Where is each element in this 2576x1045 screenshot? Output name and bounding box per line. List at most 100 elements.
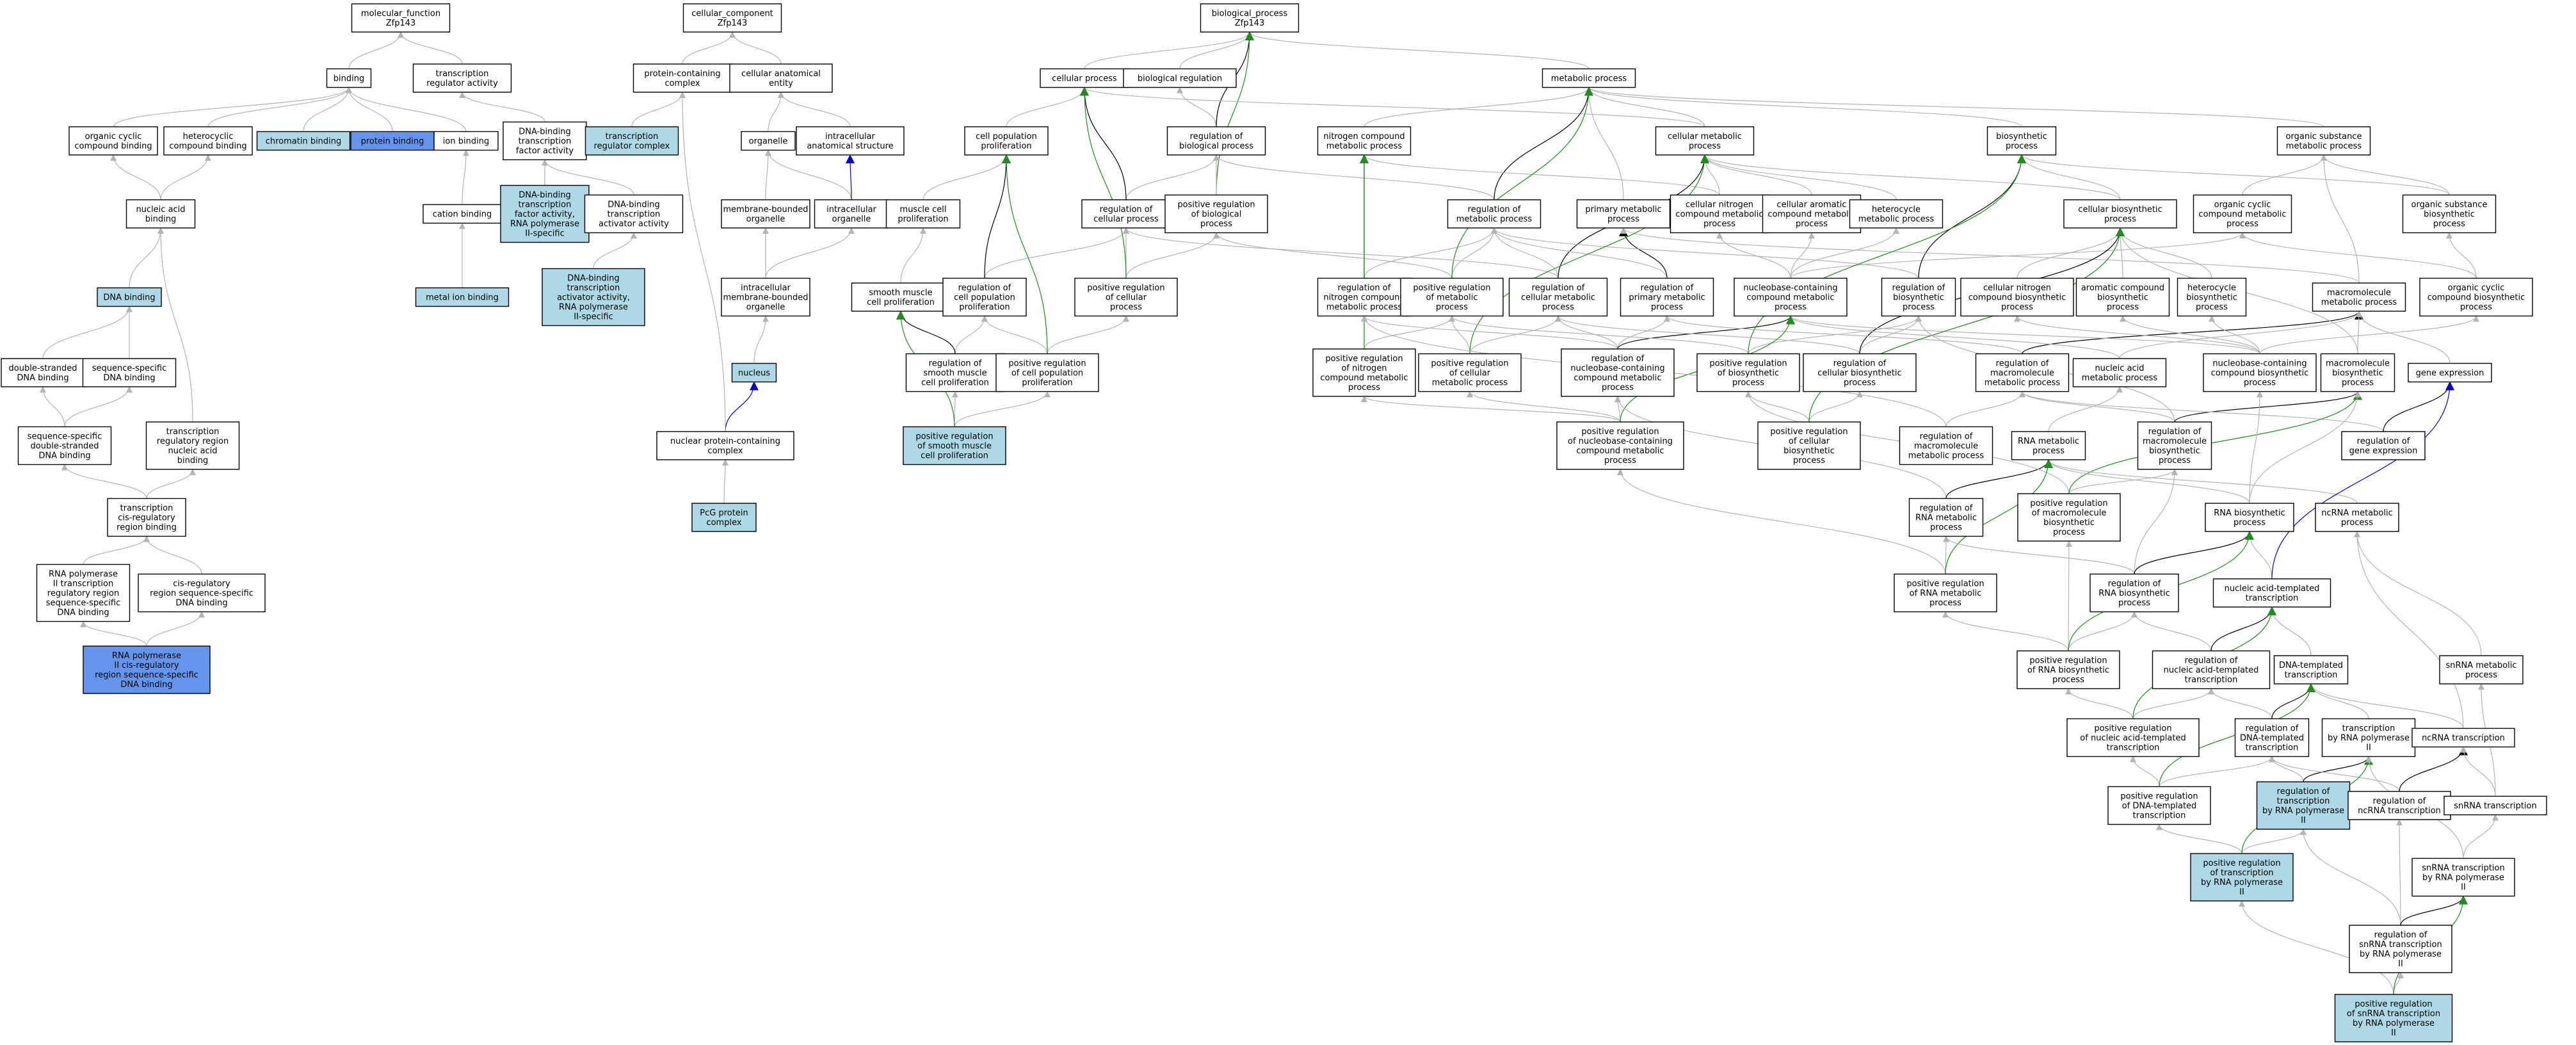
edge-cell-n-comp-met-to-n-comp-met	[1361, 154, 1720, 195]
node-box	[2276, 126, 2371, 156]
edge-cell-n-comp-biosynth-to-cell-biosynth	[2017, 227, 2123, 279]
node-label-line: heterocyclic	[183, 132, 234, 142]
node-label-line: positive regulation	[1325, 354, 1403, 364]
node-label-line: muscle cell	[900, 205, 947, 215]
node-label-line: process	[2465, 670, 2497, 680]
node-label-line: process	[2341, 518, 2373, 528]
node-label-line: regulatory region	[157, 437, 229, 446]
node-label-line: by RNA polymerase	[2360, 950, 2442, 959]
node-label-line: sequence-specific	[46, 599, 120, 608]
node-label-line: process	[1903, 303, 1935, 312]
node-label-line: cellular biosynthetic	[2078, 205, 2162, 215]
node-label-line: biosynthetic	[1783, 446, 1835, 456]
node-label-line: II	[2366, 743, 2371, 753]
edge-cis-reg-ss-binding-to-trans-cis-reg-binding	[143, 535, 202, 574]
node-label-line: transcription	[2133, 811, 2186, 821]
node-label-line: cellular nitrogen	[1983, 284, 2051, 293]
edge-rna-pol2-cis-binding-to-cis-reg-ss-binding	[146, 611, 205, 647]
node-label-line: nucleobase-containing	[1743, 284, 1837, 293]
node-label-line: of nucleic acid-templated	[2080, 734, 2186, 743]
node-box	[1908, 498, 1984, 537]
node-box	[1317, 277, 1412, 317]
edge-pos-reg-rna-met-to-rna-met-proc	[1945, 459, 2053, 574]
node-label-line: macromolecule	[1990, 369, 2054, 378]
node-label-line: gene expression	[2349, 446, 2418, 456]
node-label-line: positive regulation	[2030, 499, 2107, 508]
edge-intracell-anat-to-cell-anat-entity	[778, 92, 851, 127]
edge-snrna-trans-pol2-to-snrna-trans	[2463, 814, 2499, 859]
edge-pos-reg-nucleobase-met-to-pos-reg-n-comp-met	[1361, 396, 1621, 423]
node-box	[632, 63, 732, 93]
node-label-line: RNA metabolic	[2018, 437, 2079, 446]
node-label-line: process	[2159, 456, 2191, 466]
node-label-line: transcription	[519, 137, 572, 147]
node-label-line: process	[1793, 456, 1825, 466]
node-label-line: DNA-templated	[2240, 734, 2304, 743]
node-label-line: metal ion binding	[426, 293, 499, 303]
node-label-line: compound biosynthetic	[2427, 293, 2525, 303]
node-label-line: nucleic acid	[136, 205, 185, 215]
node-box	[2075, 277, 2170, 317]
node-label-line: RNA polymerase	[559, 303, 628, 312]
edge-chromatin-binding-to-binding	[303, 86, 352, 132]
edge-cation-binding-to-ion-binding	[462, 149, 469, 205]
node-label-line: process	[2433, 220, 2465, 229]
edge-reg-met-proc-to-reg-bio-proc	[1213, 154, 1495, 200]
node-box	[1757, 421, 1861, 470]
node-label-line: region sequence-specific	[95, 670, 198, 680]
node-label-line: factor activity	[516, 147, 574, 156]
node-label-line: aromatic compound	[2081, 284, 2164, 293]
edge-pos-reg-cell-biosynth-to-cell-biosynth	[1808, 227, 2125, 423]
edge-pcg-complex-to-nuclear-protein-complex	[721, 459, 729, 504]
node-box	[2347, 791, 2451, 820]
edge-membrane-bounded-org-to-organelle	[764, 149, 771, 200]
edge-rna-pol2-cis-binding-to-rna-pol2-trans-binding	[80, 620, 147, 647]
node-label-line: regulation of	[2357, 437, 2410, 446]
node-label-line: intracellular	[826, 205, 876, 215]
node-box	[2408, 362, 2492, 383]
node-label-line: process	[1775, 303, 1807, 312]
node-label-line: cellular nitrogen	[1686, 200, 1753, 210]
node-label-line: process	[1348, 383, 1380, 393]
node-label-line: nitrogen compound	[1323, 132, 1405, 142]
node-label-line: cellular metabolic	[1521, 293, 1595, 303]
go-term-node-reg-macromol-biosynth: regulation ofmacromoleculebiosyntheticpr…	[2137, 421, 2212, 470]
node-label-line: process	[2006, 142, 2038, 151]
node-label-line: region binding	[117, 523, 177, 533]
node-box	[1670, 194, 1769, 234]
node-label-line: of snRNA transcription	[2347, 1009, 2440, 1019]
edge-pos-reg-biosynth-to-biosynth-proc	[1748, 154, 2026, 354]
node-label-line: positive regulation	[915, 432, 993, 442]
node-label-line: compound biosynthetic	[2211, 369, 2309, 378]
node-box	[82, 358, 177, 387]
node-label-line: of cellular	[1789, 437, 1830, 446]
edge-primary-met-proc-to-metabolic-process	[1586, 86, 1624, 200]
node-label-line: biological_process	[1212, 9, 1288, 19]
node-label-line: organic cyclic	[85, 132, 142, 142]
node-label-line: process	[2104, 215, 2136, 224]
edge-snrna-met-to-ncrna-met	[2354, 531, 2482, 656]
node-box	[1620, 277, 1714, 317]
node-label-line: process	[2234, 518, 2266, 528]
edge-pos-reg-cell-biosynth-to-reg-cell-biosynth	[1808, 391, 1863, 423]
node-box	[500, 184, 590, 243]
edge-nucleobase-biosynth-to-hetero-biosynth	[2209, 315, 2260, 354]
node-box	[682, 3, 782, 33]
